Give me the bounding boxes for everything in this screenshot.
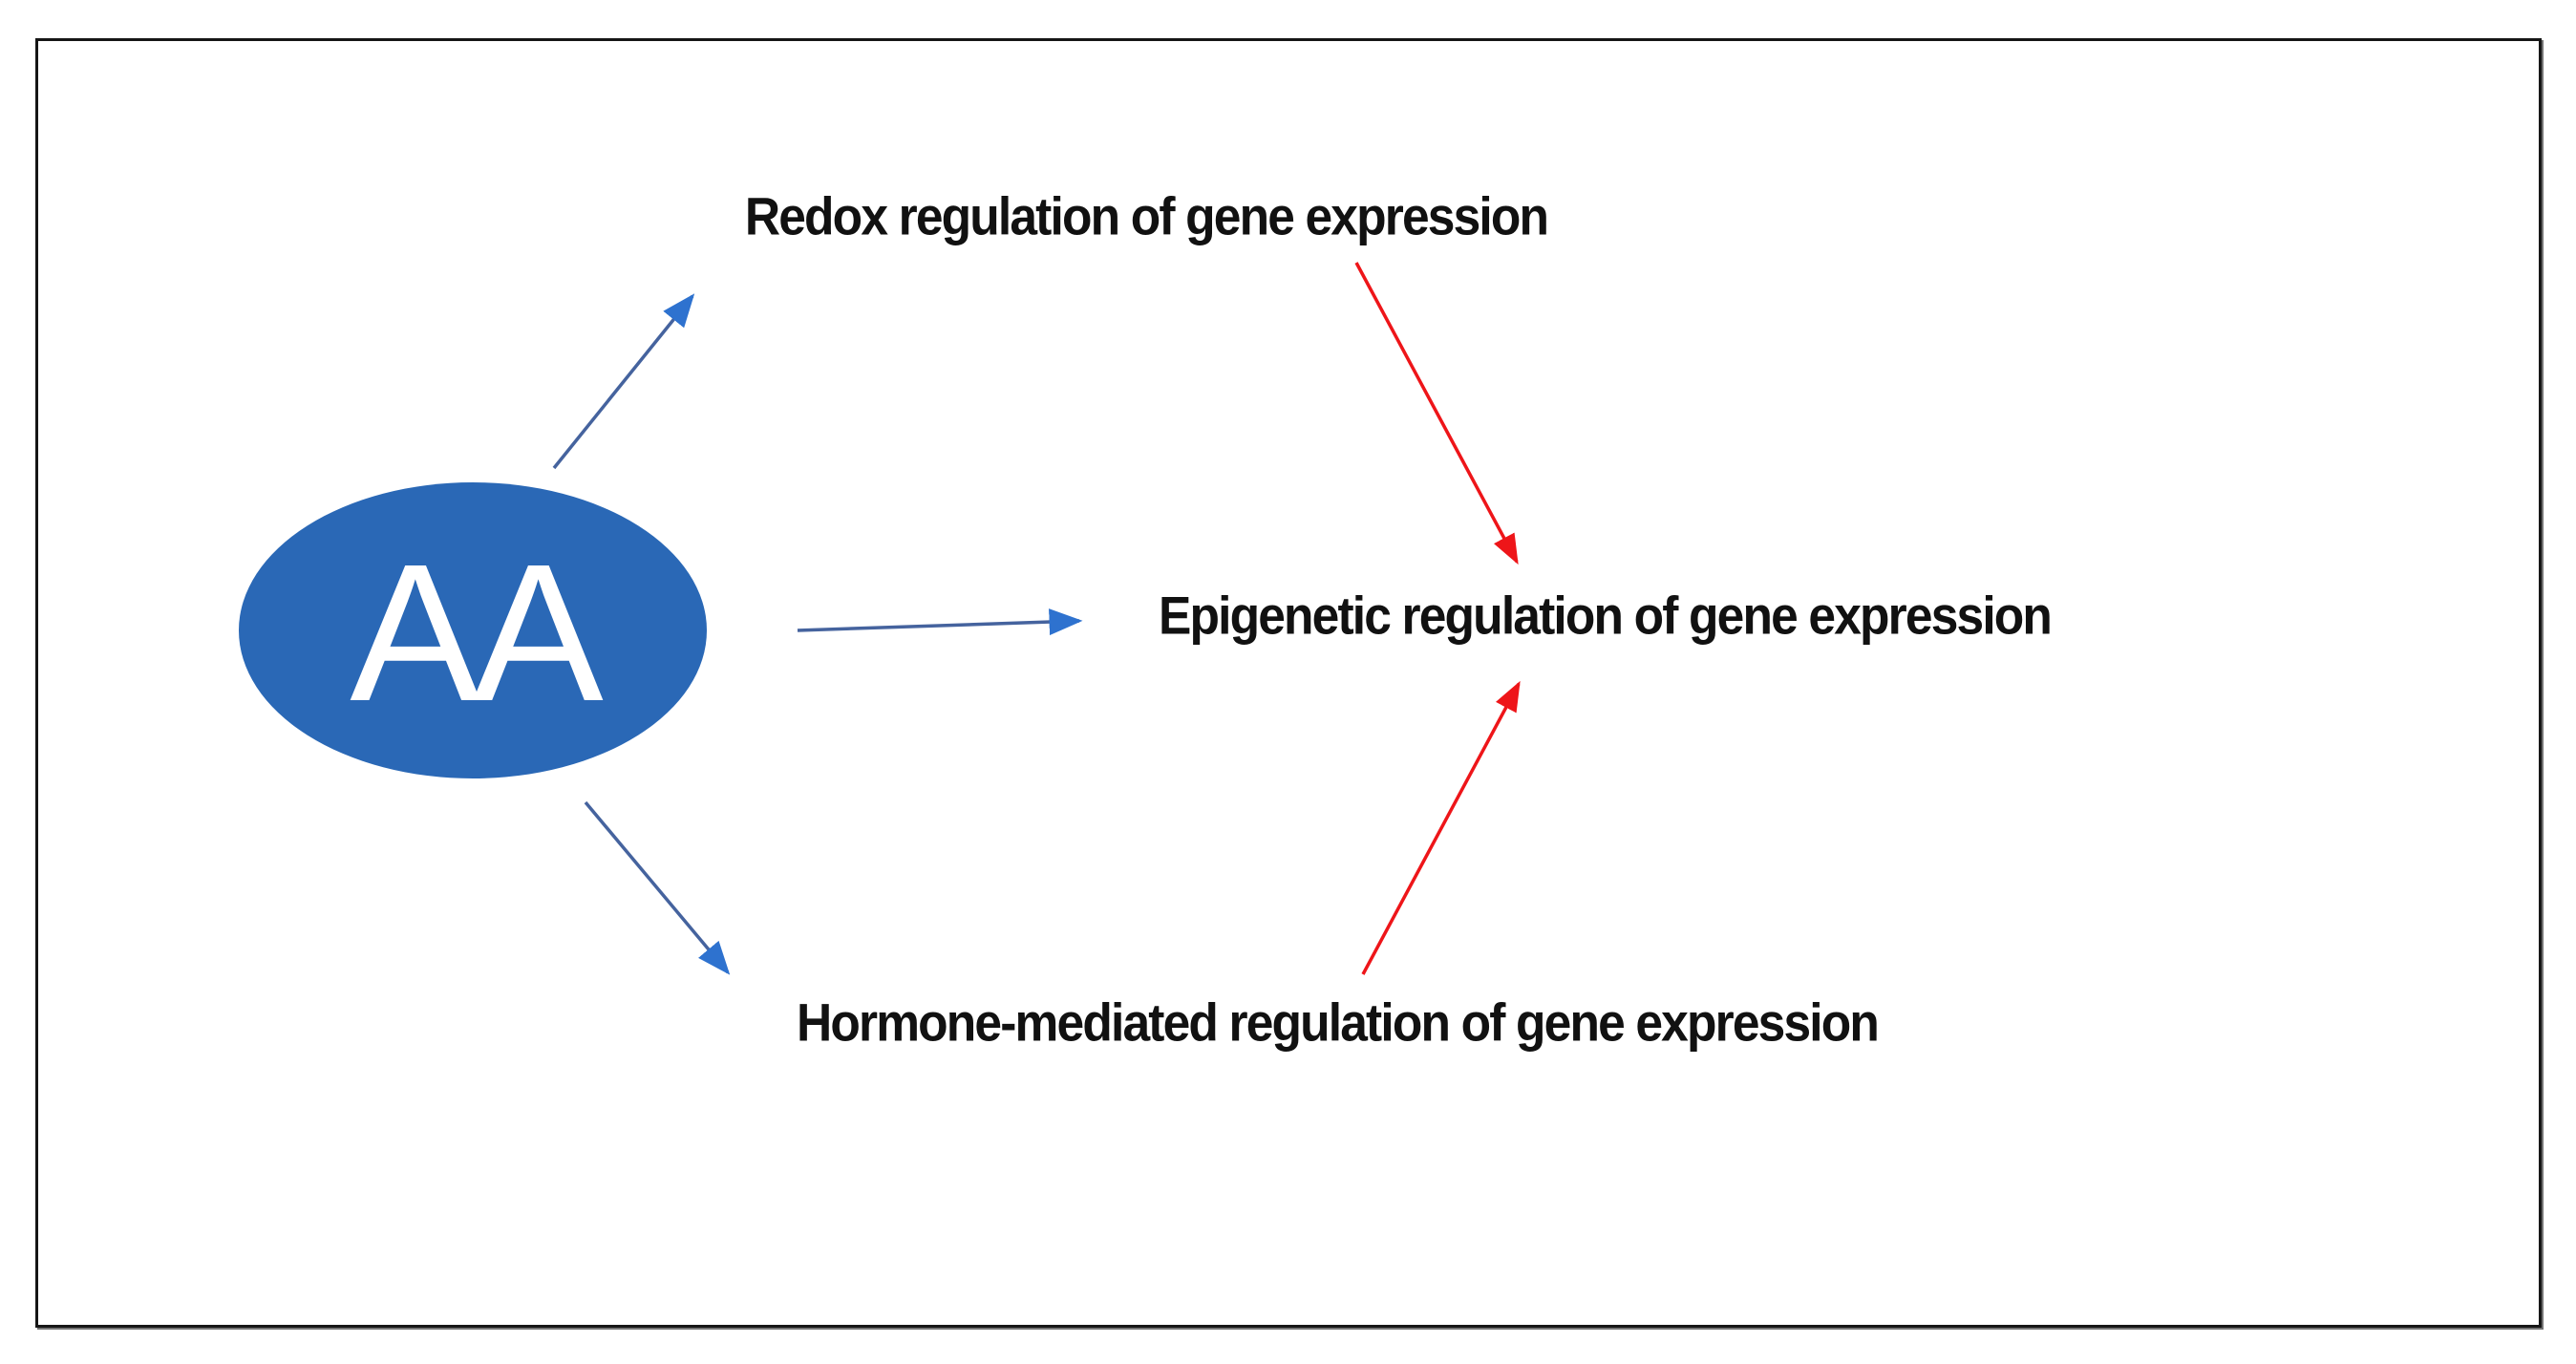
diagram-border — [35, 38, 2542, 1328]
arrow-hormone-to-epigenetic — [1361, 680, 1521, 975]
arrow-aa-to-epigenetic — [797, 608, 1083, 636]
arrow-redox-to-epigenetic — [1354, 262, 1519, 565]
aa-node — [239, 482, 707, 778]
arrow-aa-to-hormone — [584, 800, 731, 975]
arrow-aa-to-redox — [552, 293, 695, 470]
aa-node-label: AA — [350, 523, 604, 742]
label-redox-regulation: Redox regulation of gene expression — [744, 185, 1549, 246]
label-epigenetic-regulation: Epigenetic regulation of gene expression — [1158, 585, 2053, 646]
label-hormone-regulation: Hormone-mediated regulation of gene expr… — [796, 991, 1880, 1053]
